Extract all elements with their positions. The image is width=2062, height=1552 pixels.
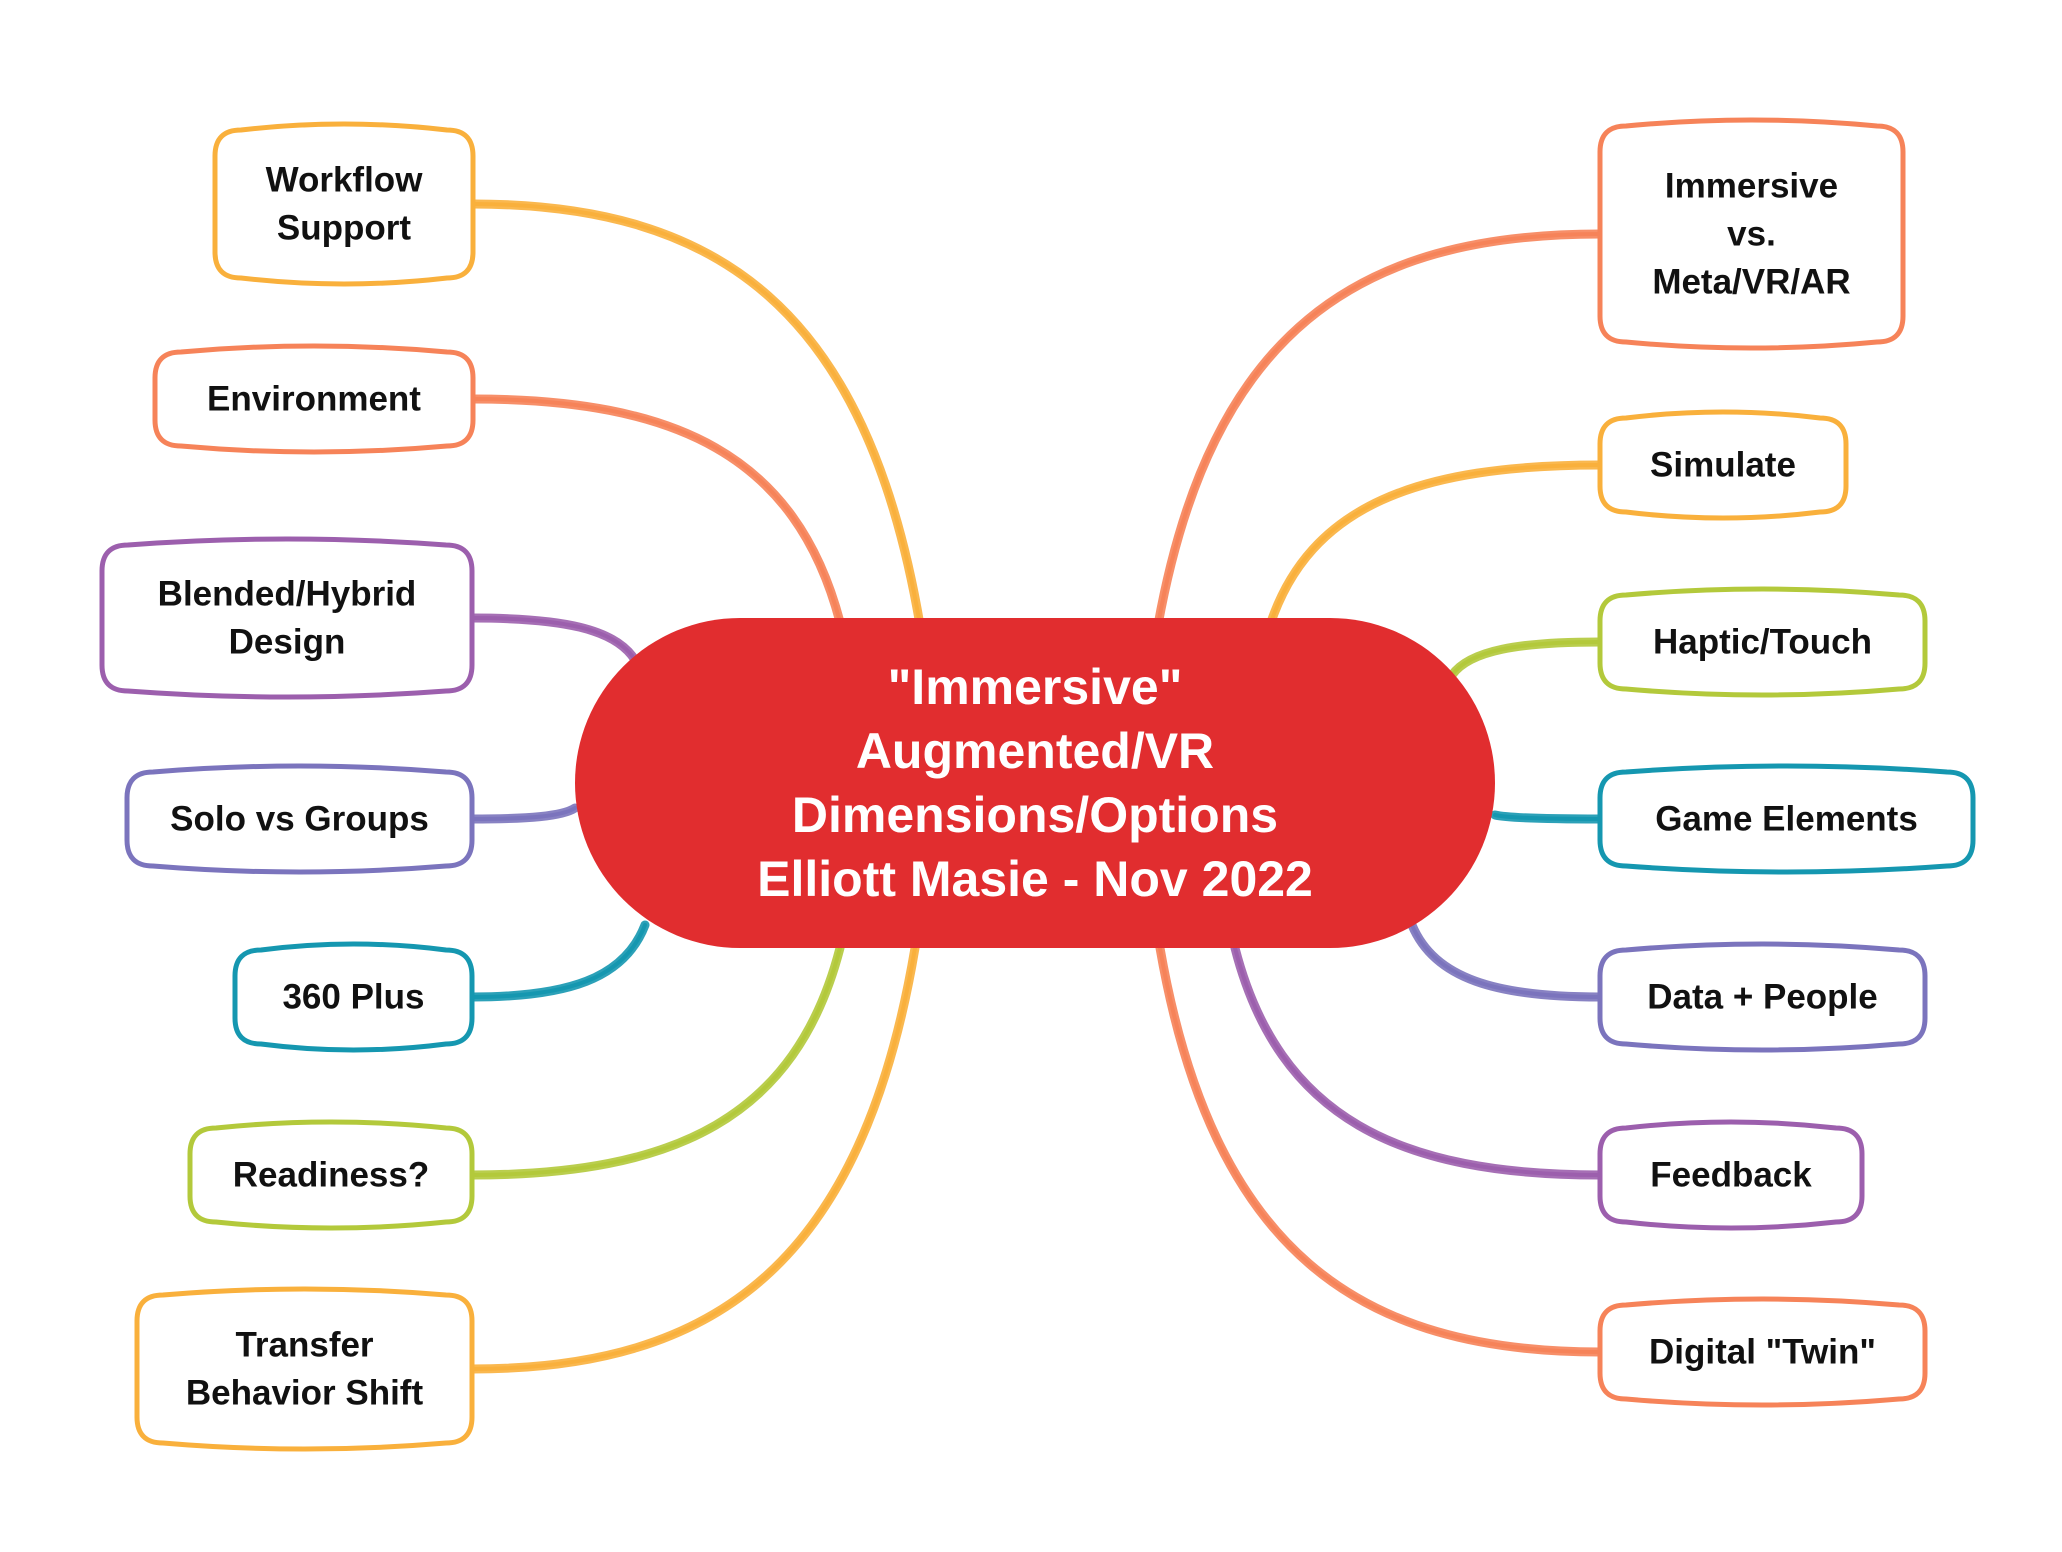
branch-topics: WorkflowSupportEnvironmentBlended/Hybrid… (99, 117, 1976, 1452)
topic-environment[interactable]: Environment (152, 343, 476, 455)
connector-solo-vs-groups (467, 803, 580, 824)
topic-label: Behavior Shift (186, 1374, 424, 1413)
topic-label: Digital "Twin" (1649, 1333, 1876, 1372)
topic-label: Transfer (235, 1326, 373, 1365)
topic-feedback[interactable]: Feedback (1597, 1119, 1865, 1231)
topic-label: Haptic/Touch (1653, 623, 1872, 662)
topic-label: Feedback (1650, 1156, 1812, 1195)
topic-label: 360 Plus (282, 978, 424, 1017)
topic-box (1597, 409, 1849, 521)
topic-label: Blended/Hybrid (158, 575, 417, 614)
topic-label: Game Elements (1655, 800, 1918, 839)
connector-game-elements (1490, 810, 1605, 824)
topic-360-plus[interactable]: 360 Plus (232, 941, 475, 1053)
topic-box (1597, 941, 1928, 1053)
central-topic-line: Augmented/VR (856, 723, 1214, 779)
central-topic-line: Elliott Masie - Nov 2022 (757, 851, 1313, 907)
topic-simulate[interactable]: Simulate (1597, 409, 1849, 521)
topic-label: Meta/VR/AR (1652, 263, 1850, 302)
connector-transfer-behavior-shift (467, 943, 920, 1374)
topic-label: Design (229, 623, 346, 662)
topic-box (1597, 117, 1906, 351)
connector-immersive-vs-meta (1153, 229, 1605, 630)
topic-readiness[interactable]: Readiness? (187, 1119, 475, 1231)
connector-simulate (1265, 460, 1605, 630)
topic-haptic-touch[interactable]: Haptic/Touch (1597, 586, 1928, 698)
topic-box (1597, 586, 1928, 698)
connector-environment (468, 394, 845, 627)
connector-feedback (1230, 943, 1605, 1180)
central-topic[interactable]: "Immersive" Augmented/VR Dimensions/Option… (575, 618, 1495, 948)
connectors (467, 199, 1605, 1374)
connector-data-people (1407, 920, 1605, 1002)
topic-label: Support (277, 209, 411, 248)
topic-box (1597, 1296, 1928, 1408)
topic-label: Environment (207, 380, 421, 419)
connector-blended-hybrid-design (467, 613, 640, 665)
central-topic-line: "Immersive" (888, 659, 1183, 715)
topic-immersive-vs-meta[interactable]: Immersive vs. Meta/VR/AR (1597, 117, 1906, 351)
topic-box (187, 1119, 475, 1231)
topic-box (99, 536, 475, 700)
topic-box (212, 121, 476, 287)
topic-label: vs. (1727, 215, 1776, 254)
topic-label: Solo vs Groups (170, 800, 429, 839)
topic-label: Workflow (266, 161, 424, 200)
connector-readiness (467, 943, 845, 1180)
topic-label: Data + People (1647, 978, 1878, 1017)
topic-solo-vs-groups[interactable]: Solo vs Groups (124, 763, 475, 875)
topic-box (1597, 763, 1976, 875)
central-topic-shape (575, 618, 1495, 948)
connector-haptic-touch (1447, 637, 1605, 680)
connector-digital-twin (1155, 943, 1605, 1357)
topic-box (152, 343, 476, 455)
topic-label: Immersive (1665, 167, 1838, 206)
topic-game-elements[interactable]: Game Elements (1597, 763, 1976, 875)
topic-box (124, 763, 475, 875)
connector-workflow-support (468, 199, 925, 630)
topic-digital-twin[interactable]: Digital "Twin" (1597, 1296, 1928, 1408)
topic-box (232, 941, 475, 1053)
central-topic-line: Dimensions/Options (792, 787, 1278, 843)
connector-360-plus (467, 920, 650, 1002)
topic-box (1597, 1119, 1865, 1231)
topic-data-people[interactable]: Data + People (1597, 941, 1928, 1053)
topic-label: Simulate (1650, 446, 1796, 485)
topic-box (134, 1286, 475, 1452)
topic-label: Readiness? (233, 1156, 429, 1195)
